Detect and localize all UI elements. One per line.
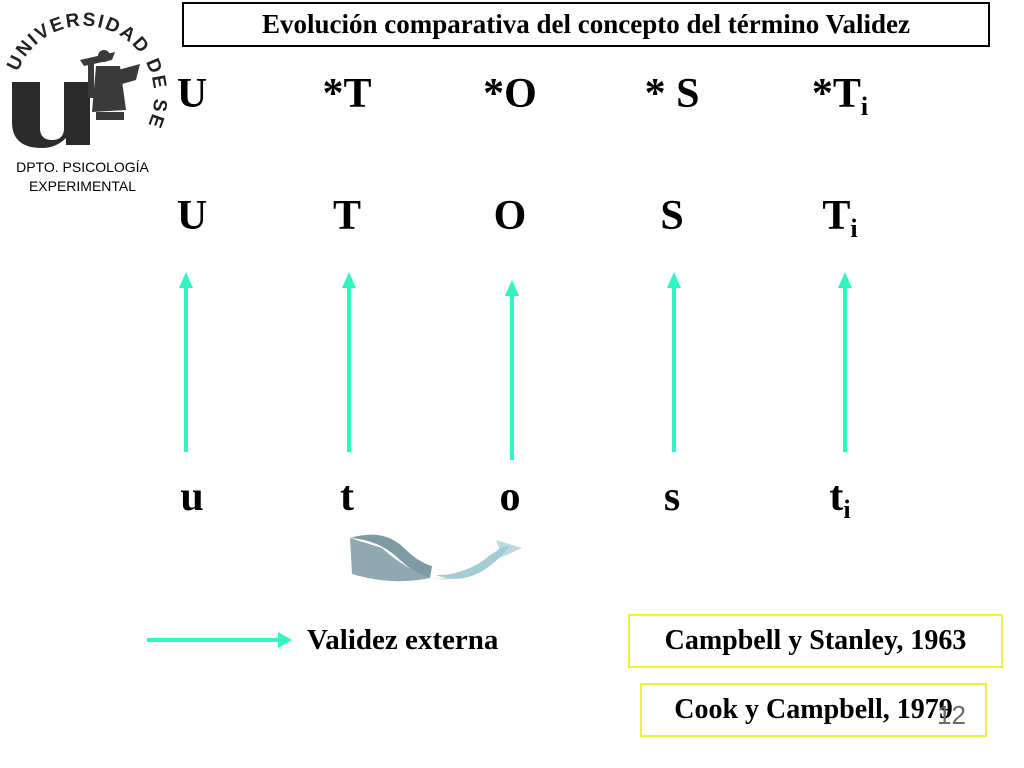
university-logo: UNIVERSIDAD DE SEVILLA DPTO. PSICOLOGÍA … (0, 0, 170, 205)
lower-letter-1: u (180, 474, 204, 520)
upper-letter-3: O (493, 193, 527, 239)
starred-letter-5: *Ti (811, 71, 869, 121)
department-label: DPTO. PSICOLOGÍA EXPERIMENTAL (0, 158, 165, 196)
lower-letter-4: s (663, 474, 681, 520)
arrow-head-icon (505, 280, 519, 296)
reference-box-2: Cook y Campbell, 1979 (640, 683, 987, 737)
lower-letter-2: t (340, 474, 354, 520)
starred-letter-1: U (176, 71, 208, 117)
starred-letter-4: * S (644, 71, 700, 117)
starred-letter-2: *T (322, 71, 372, 117)
department-line-2: EXPERIMENTAL (28, 178, 137, 194)
department-line-1: DPTO. PSICOLOGÍA (16, 159, 149, 175)
reference-box-1: Campbell y Stanley, 1963 (628, 614, 1003, 668)
curved-arrow-icon (350, 534, 522, 582)
upper-letter-5: Ti (822, 193, 858, 243)
arrow-head-icon (667, 272, 681, 288)
starred-letter-3: *O (483, 71, 537, 117)
lower-letter-5: ti (829, 474, 851, 524)
legend-label: Validez externa (307, 624, 499, 656)
seal-icon: UNIVERSIDAD DE SEVILLA (0, 0, 168, 148)
page-number: 12 (937, 700, 966, 730)
upper-letter-4: S (660, 193, 684, 239)
arrow-head-icon (342, 272, 356, 288)
upper-letter-2: T (332, 193, 362, 239)
arrow-head-icon (179, 272, 193, 288)
slide-title: Evolución comparativa del concepto del t… (182, 2, 990, 47)
arrow-head-icon (838, 272, 852, 288)
lower-letter-3: o (499, 474, 521, 520)
upper-letter-1: U (176, 193, 208, 239)
